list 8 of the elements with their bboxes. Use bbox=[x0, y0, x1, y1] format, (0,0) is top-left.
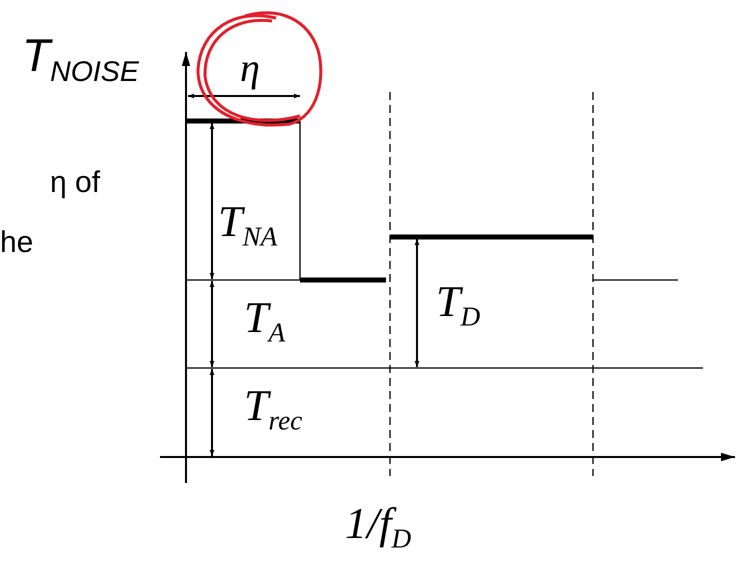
text-fragment: η of bbox=[50, 168, 100, 198]
dimension-label: T$_{NA}$ bbox=[218, 200, 278, 244]
axis-label: 1/f$_{D}$ bbox=[345, 502, 412, 546]
dimension-label: T$_{D}$ bbox=[436, 280, 480, 324]
dimension-label: η bbox=[240, 48, 260, 88]
dimension-label: T$_{rec}$ bbox=[244, 384, 302, 428]
dimension-label: T$_{A}$ bbox=[244, 296, 286, 340]
text-fragment: he bbox=[0, 228, 34, 258]
